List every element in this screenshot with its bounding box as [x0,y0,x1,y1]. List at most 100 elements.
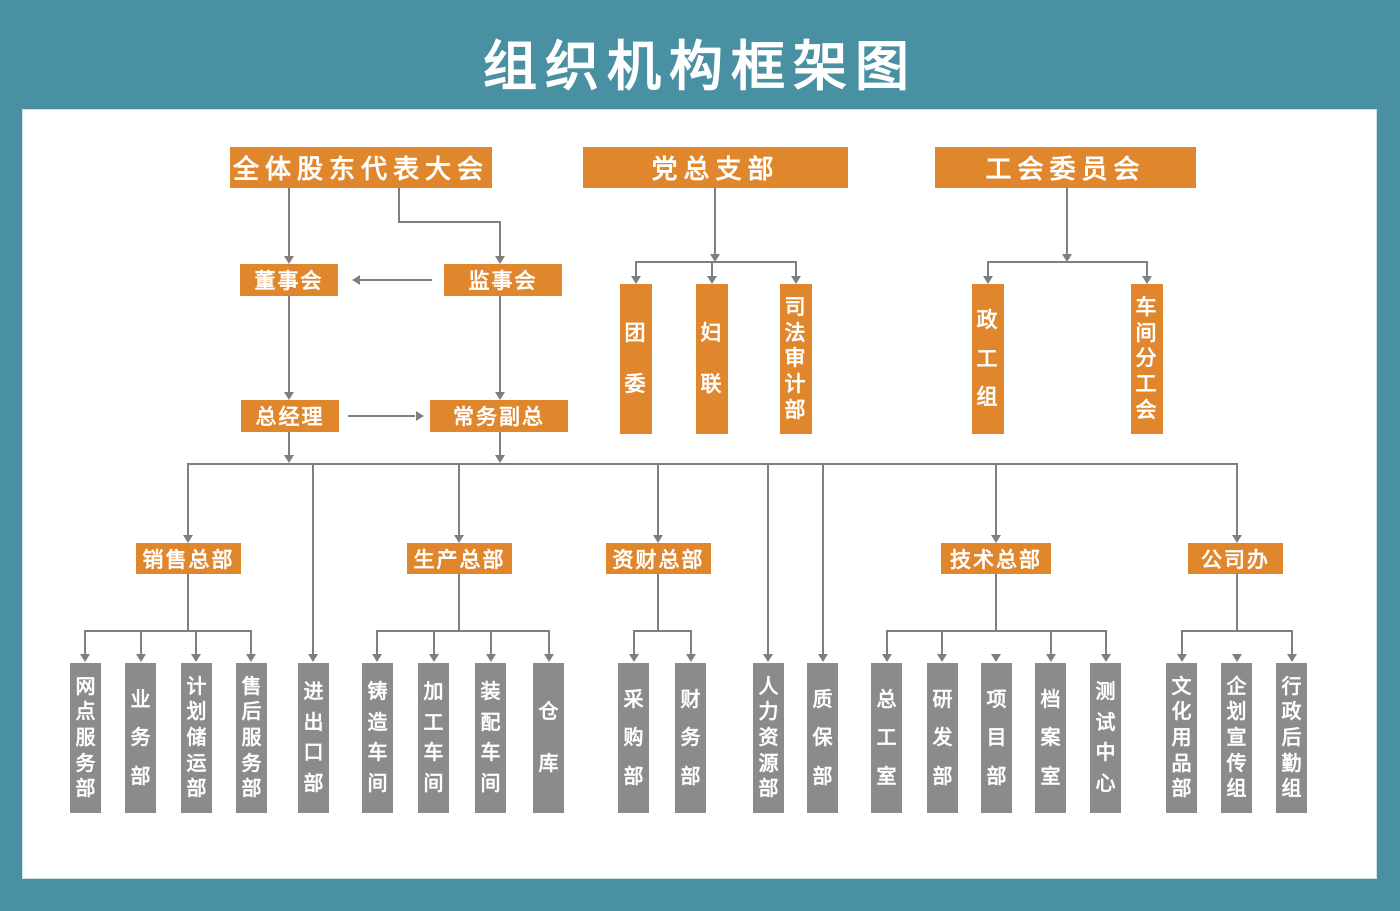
connector-arrowhead [429,654,439,662]
connector-line [84,631,86,656]
org-node-company-office: 公司办 [1188,543,1283,574]
connector-line [1105,631,1107,656]
org-node-supervisors: 监事会 [444,264,562,296]
connector-arrowhead [763,654,773,662]
connector-arrowhead [284,256,294,264]
connector-arrowhead [631,276,641,284]
org-node-assembly-shop: 装配车间 [475,663,506,813]
connector-arrowhead [1287,654,1297,662]
connector-arrowhead [454,535,464,543]
connector-line [987,262,989,277]
org-node-political-work: 政工组 [972,284,1004,434]
org-node-planning-publicity: 企划宣传组 [1221,663,1252,813]
connector-arrowhead [882,654,892,662]
connector-line [714,188,716,255]
connector-line [657,464,659,536]
connector-line [1066,188,1068,255]
org-node-rd-dept: 研发部 [927,663,958,813]
connector-line [398,188,400,223]
connector-line [635,262,637,277]
org-node-hr-dept: 人力资源部 [753,663,784,813]
connector-line [633,631,635,656]
connector-arrowhead [1232,535,1242,543]
connector-line [499,222,501,257]
org-node-archives-room: 档案室 [1035,663,1066,813]
connector-arrowhead [183,535,193,543]
org-node-tech-hq: 技术总部 [941,543,1051,574]
org-node-judicial-audit: 司法审计部 [780,284,812,434]
org-node-project-dept: 项目部 [981,663,1012,813]
org-node-testing-center: 测试中心 [1090,663,1121,813]
connector-line [1050,631,1052,656]
connector-arrowhead [710,254,720,262]
connector-arrowhead [495,455,505,463]
org-node-network-service: 网点服务部 [70,663,101,813]
org-node-sales-hq: 销售总部 [136,543,241,574]
connector-arrowhead [991,535,1001,543]
org-node-cultural-goods: 文化用品部 [1166,663,1197,813]
connector-line [312,464,314,656]
org-node-purchasing-dept: 采购部 [618,663,649,813]
connector-line [140,631,142,656]
connector-line [657,574,659,632]
org-node-business-dept: 业务部 [125,663,156,813]
connector-arrowhead [1062,254,1072,262]
org-node-deputy-gm: 常务副总 [430,400,568,432]
connector-line [288,432,290,456]
org-node-machining-shop: 加工车间 [418,663,449,813]
connector-arrowhead [352,275,360,285]
org-node-admin-logistics: 行政后勤组 [1276,663,1307,813]
org-node-finance-dept: 财务部 [675,663,706,813]
org-node-casting-shop: 铸造车间 [362,663,393,813]
connector-line [348,415,415,417]
connector-line [1236,574,1238,632]
connector-line [187,574,189,632]
connector-line [490,631,492,656]
connector-line [941,631,943,656]
org-node-import-export: 进出口部 [298,663,329,813]
org-node-warehouse: 仓库 [533,663,564,813]
connector-arrowhead [80,654,90,662]
connector-arrowhead [191,654,201,662]
connector-line [250,631,252,656]
connector-arrowhead [983,276,993,284]
org-node-chief-engineer-office: 总工室 [871,663,902,813]
connector-arrowhead [416,411,424,421]
connector-line [1181,631,1183,656]
connector-arrowhead [486,654,496,662]
org-node-general-manager: 总经理 [241,400,339,432]
org-node-women-federation: 妇联 [696,284,728,434]
connector-line [376,630,550,632]
org-node-shareholders: 全体股东代表大会 [230,147,492,188]
connector-arrowhead [284,392,294,400]
connector-line [1236,464,1238,536]
connector-arrowhead [495,392,505,400]
connector-line [795,262,797,277]
connector-line [635,261,797,263]
connector-line [499,296,501,393]
connector-arrowhead [284,455,294,463]
page-title: 组织机构框架图 [483,37,917,97]
connector-line [1181,630,1293,632]
org-node-party-branch: 党总支部 [583,147,848,188]
connector-arrowhead [1232,654,1242,662]
org-node-planning-storage: 计划储运部 [181,663,212,813]
connector-arrowhead [937,654,947,662]
connector-line [458,464,460,536]
org-node-quality-dept: 质保部 [807,663,838,813]
org-node-board: 董事会 [240,264,338,296]
connector-arrowhead [308,654,318,662]
connector-line [458,574,460,632]
connector-line [548,631,550,656]
connector-arrowhead [791,276,801,284]
connector-line [376,631,378,656]
connector-arrowhead [991,654,1001,662]
connector-arrowhead [495,256,505,264]
org-node-workshop-union: 车间分工会 [1131,284,1163,434]
org-node-union-committee: 工会委员会 [935,147,1196,188]
connector-line [84,630,252,632]
connector-arrowhead [544,654,554,662]
